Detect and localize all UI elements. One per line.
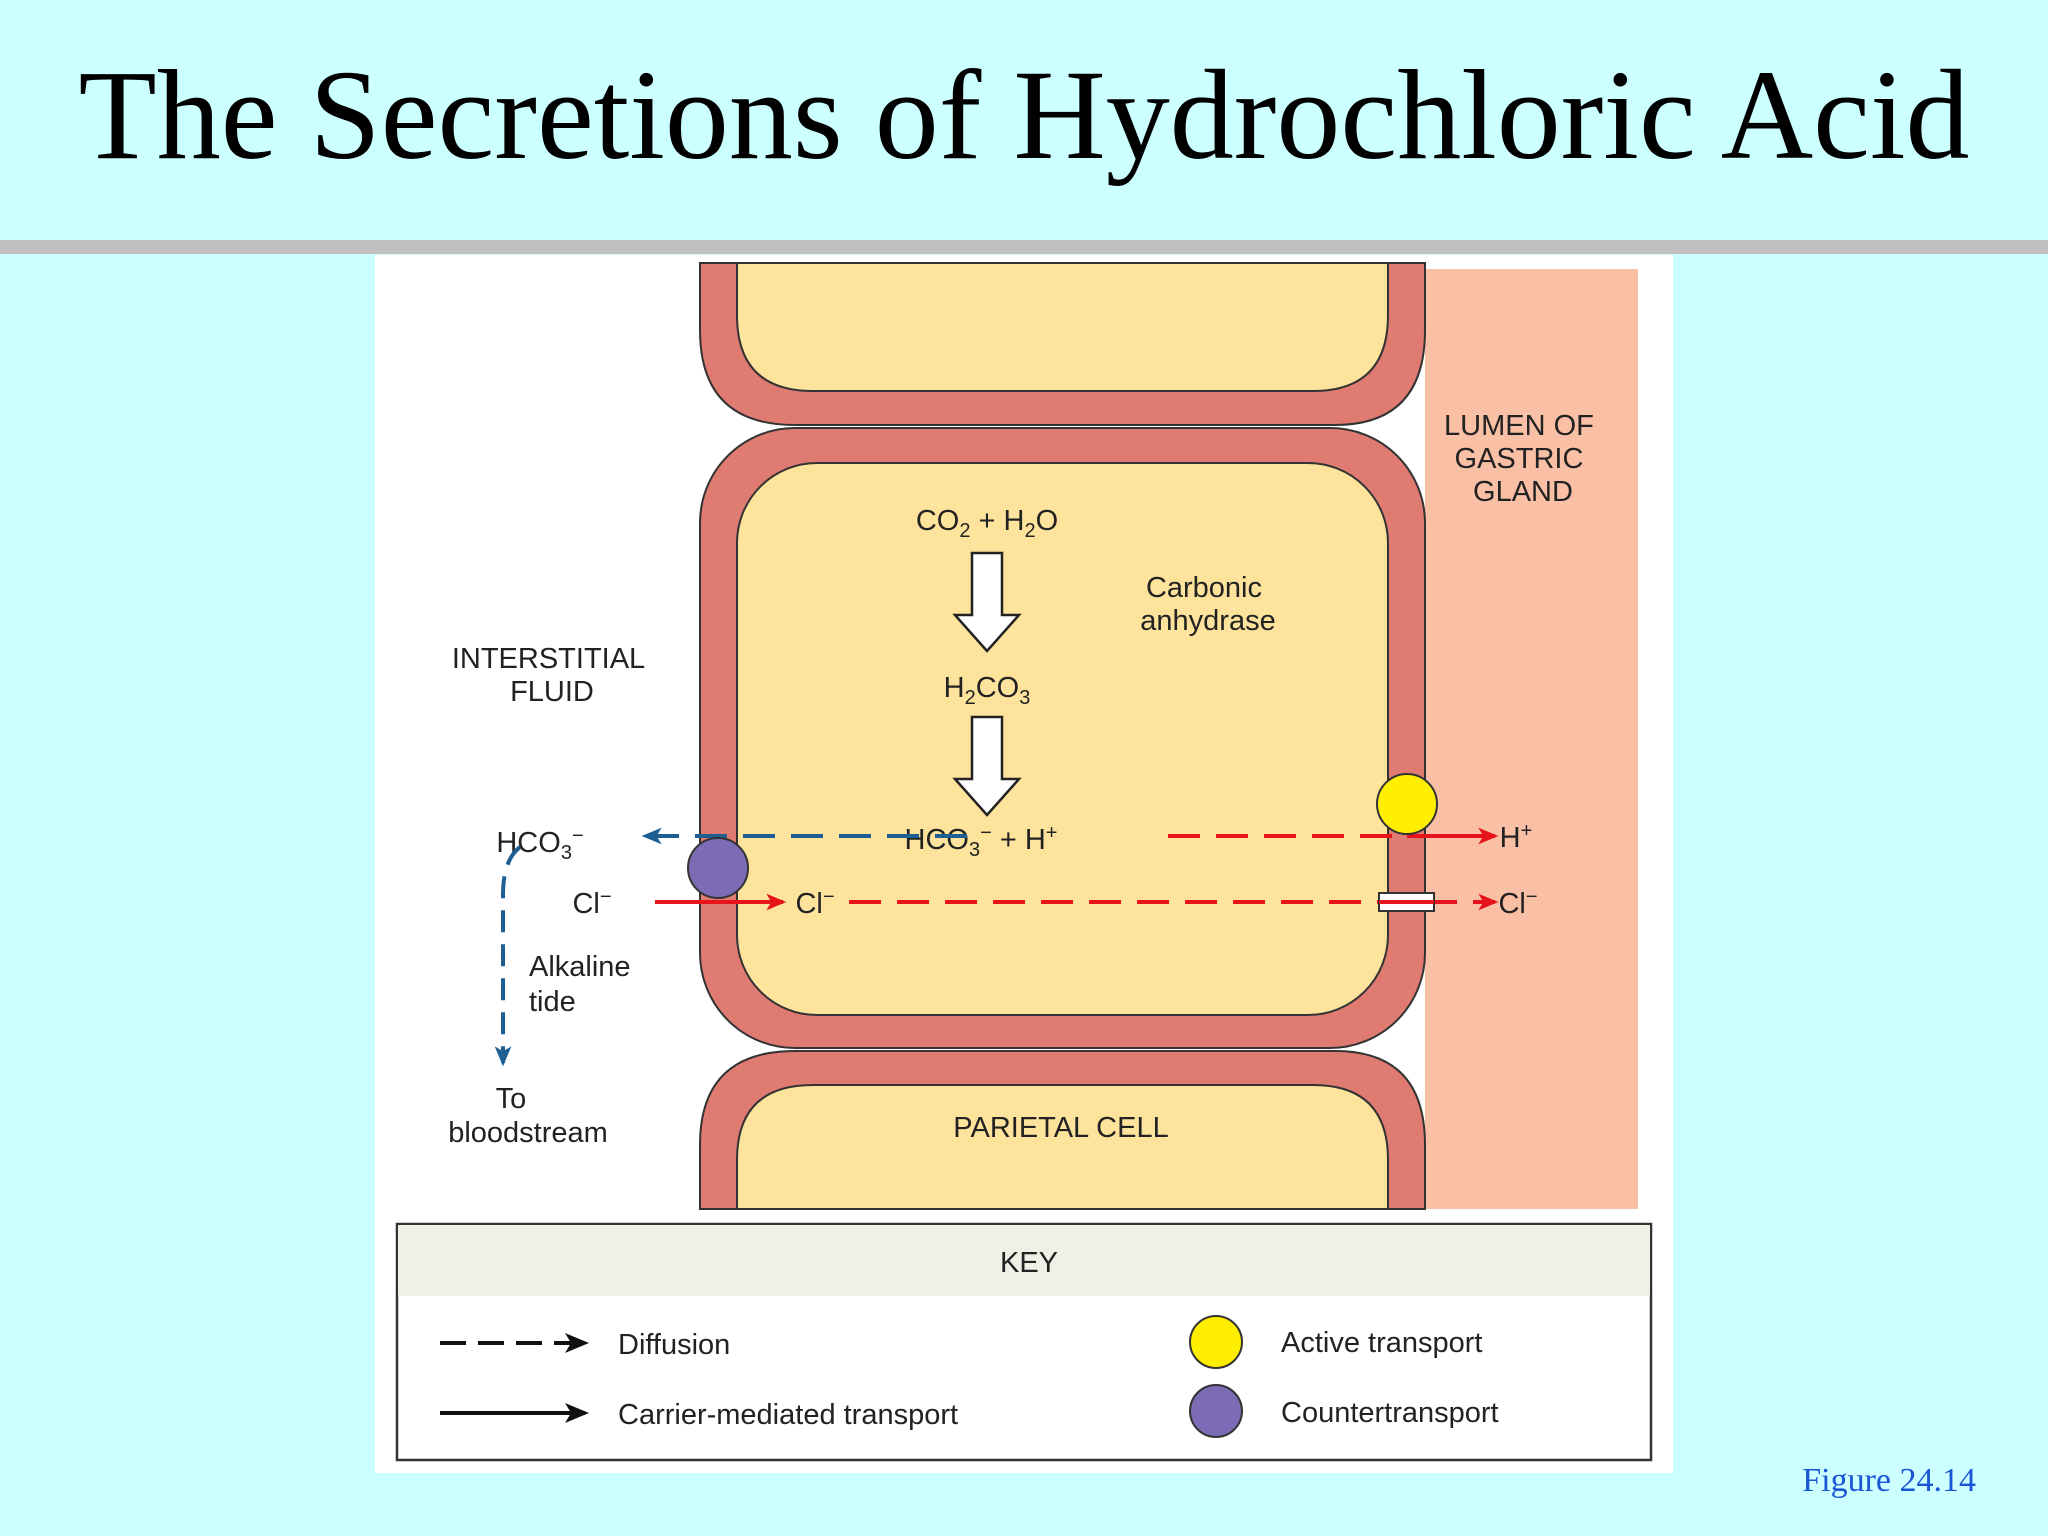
chloride-cytoplasm-label: Cl− bbox=[795, 886, 834, 920]
proton-pump-active-transport bbox=[1376, 773, 1438, 835]
hco3-interstitial-label: HCO3− bbox=[496, 825, 583, 864]
key-active-transport-icon bbox=[1189, 1315, 1243, 1369]
parietal-cell bbox=[699, 427, 1426, 1049]
diagram-key: KEY Diffusion Carrier-mediated transport… bbox=[395, 1222, 1653, 1462]
chloride-bicarbonate-countertransporter bbox=[687, 837, 749, 899]
bottom-neighbor-cell bbox=[699, 1050, 1426, 1210]
chloride-interstitial-label: Cl− bbox=[572, 886, 611, 920]
title-divider bbox=[0, 240, 2048, 254]
diagram-panel: LUMEN OF GASTRIC GLAND INTERSTITIAL FLUI… bbox=[375, 255, 1673, 1473]
reaction-arrow-2 bbox=[952, 715, 1022, 817]
key-countertransport-icon bbox=[1189, 1384, 1243, 1438]
hco3-h-formula: HCO3− + H+ bbox=[905, 822, 1058, 861]
reaction-arrow-1 bbox=[952, 551, 1022, 653]
lumen-label: LUMEN OF GASTRIC GLAND bbox=[1444, 410, 1602, 508]
chloride-lumen-label: Cl− bbox=[1498, 886, 1537, 920]
key-active-label: Active transport bbox=[1281, 1327, 1482, 1359]
chloride-channel bbox=[1378, 892, 1435, 912]
alkaline-tide-label: Alkaline tide bbox=[529, 951, 639, 1018]
top-neighbor-cell bbox=[699, 262, 1426, 426]
slide-title: The Secretions of Hydrochloric Acid bbox=[78, 44, 1970, 186]
key-countertransport-label: Countertransport bbox=[1281, 1397, 1499, 1429]
figure-caption: Figure 24.14 bbox=[1802, 1462, 1976, 1499]
carbonic-anhydrase-label: Carbonic anhydrase bbox=[1140, 572, 1275, 637]
parietal-cell-label: PARIETAL CELL bbox=[953, 1112, 1168, 1144]
to-bloodstream-label: To bloodstream bbox=[448, 1083, 608, 1149]
proton-lumen-label: H+ bbox=[1500, 820, 1533, 854]
lumen-region bbox=[1425, 269, 1638, 1209]
interstitial-fluid-label: INTERSTITIAL FLUID bbox=[452, 643, 652, 708]
key-title: KEY bbox=[1000, 1247, 1058, 1279]
hcl-secretion-diagram: LUMEN OF GASTRIC GLAND INTERSTITIAL FLUI… bbox=[395, 262, 1653, 1462]
co2-h2o-formula: CO2 + H2O bbox=[916, 505, 1058, 542]
key-diffusion-label: Diffusion bbox=[618, 1329, 730, 1361]
h2co3-formula: H2CO3 bbox=[944, 672, 1031, 709]
alkaline-tide-arrow bbox=[494, 845, 522, 1067]
key-carrier-label: Carrier-mediated transport bbox=[618, 1399, 958, 1431]
